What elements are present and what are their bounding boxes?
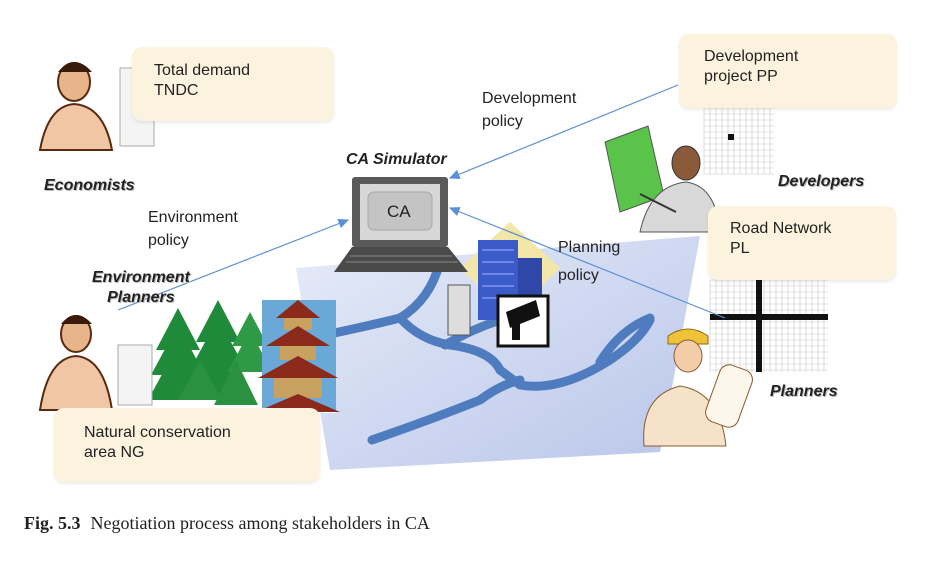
development-project-code: project PP [704,68,778,85]
planner-figure [643,328,753,447]
environment-planner-figure [38,315,153,411]
road-vertical [756,280,762,372]
development-grid [703,107,774,175]
environment-policy-line2: policy [148,232,189,249]
development-policy-arrow [448,84,679,179]
figure-number: Fig. 5.3 [24,513,81,533]
environment-planners-line1: Environment [92,269,190,286]
road-horizontal [710,314,828,320]
environment-planners-line2: Planners [107,289,175,306]
planning-policy-label: Planning policy [558,238,620,286]
total-demand-code: TNDC [154,82,199,99]
buildings-icon [447,222,560,348]
planners-label: Planners [770,383,838,400]
developer-figure [604,125,721,233]
planning-policy-line1: Planning [558,239,621,256]
environment-policy-label: Environment policy [148,208,238,251]
road-network-box: Road Network PL [708,206,896,280]
figure-caption: Fig. 5.3 Negotiation process among stakeh… [24,513,430,534]
total-demand-label: Total demand [154,62,251,79]
development-policy-line1: Development [482,90,577,107]
development-policy-line2: policy [482,113,523,130]
ca-simulator-title: CA Simulator [346,151,447,168]
planning-policy-line2: policy [558,267,599,284]
laptop-icon [334,177,468,272]
natural-conservation-box: Natural conservation area NG [54,408,320,482]
development-project-box: Development project PP [679,34,897,108]
road-network-label: Road Network [730,220,832,237]
planning-policy-arrow [448,207,726,319]
road-network-code: PL [730,240,750,257]
environment-policy-arrow [117,219,350,311]
road-network-grid [709,279,828,372]
pagoda-icon [256,300,340,412]
environment-planners-label: Environment Planners [92,268,190,308]
developers-label: Developers [778,173,865,190]
city-map-plane [296,236,700,470]
natural-conservation-label: Natural conservation [84,424,231,441]
natural-conservation-code: area NG [84,444,145,461]
figure-caption-text: Negotiation process among stakeholders i… [90,513,430,533]
development-policy-label: Development policy [482,89,576,132]
economists-label: Economists [44,177,135,194]
ca-screen-label: CA [387,202,411,221]
road-lines [305,257,655,445]
total-demand-box: Total demand TNDC [132,47,334,121]
environment-policy-line1: Environment [148,209,238,226]
development-site-marker [728,134,734,140]
development-project-label: Development [704,48,799,65]
